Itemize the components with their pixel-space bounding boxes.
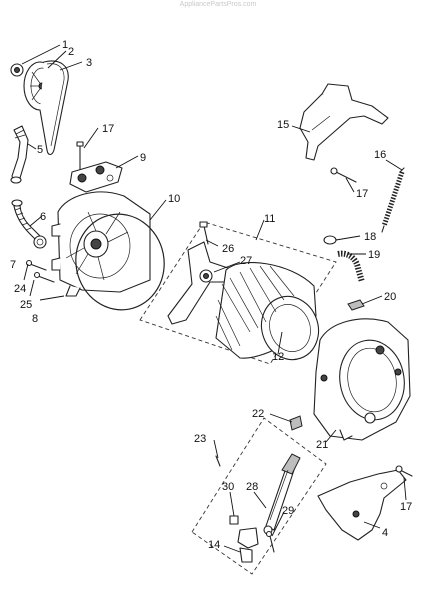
callout-6: 6 xyxy=(40,211,46,223)
damper-strut xyxy=(263,453,301,535)
callout-11: 11 xyxy=(264,213,275,225)
screw-23 xyxy=(215,455,221,467)
front-tub xyxy=(313,318,411,441)
corrugated-hose xyxy=(11,199,41,241)
watermark-text: AppliancePartsPros.com xyxy=(180,1,257,8)
rear-tub xyxy=(51,191,151,297)
callout-27: 27 xyxy=(240,255,252,267)
drain-hose xyxy=(10,125,29,184)
callout-17-top: 17 xyxy=(102,123,114,135)
callout-10: 10 xyxy=(168,193,180,205)
mounting-bracket-14 xyxy=(237,527,259,563)
screw-17-lower xyxy=(395,465,413,477)
drive-belt xyxy=(39,60,69,156)
suspension-spring xyxy=(381,167,405,233)
callout-18: 18 xyxy=(364,231,376,243)
screw-17-bracket xyxy=(330,167,357,183)
basket-spider xyxy=(167,241,235,325)
clip-22 xyxy=(289,415,303,431)
callout-16: 16 xyxy=(374,149,386,161)
callout-2: 2 xyxy=(68,46,74,58)
callout-22: 22 xyxy=(252,408,264,420)
callout-17-bracket: 17 xyxy=(356,188,368,200)
callout-23: 23 xyxy=(194,433,206,445)
pulley-nut xyxy=(10,63,24,77)
clamp-18 xyxy=(323,235,337,245)
callout-1: 1 xyxy=(62,39,68,51)
screw-24 xyxy=(25,259,47,271)
pulley-assembly xyxy=(10,60,69,156)
callout-labels: 1 2 3 5 17 9 6 10 7 24 25 8 11 26 27 12 … xyxy=(10,39,412,551)
callout-5: 5 xyxy=(37,144,43,156)
wash-basket xyxy=(215,262,320,361)
damper-assembly-box xyxy=(191,417,327,575)
callout-8: 8 xyxy=(32,313,38,325)
clip-20 xyxy=(347,299,365,311)
callout-15: 15 xyxy=(277,119,289,131)
callout-26: 26 xyxy=(222,243,234,255)
basket-assembly-box xyxy=(139,221,337,365)
bearing-bracket xyxy=(69,161,123,193)
screw-17-top xyxy=(76,141,84,171)
bushing-30 xyxy=(229,515,239,525)
callout-4: 4 xyxy=(382,527,388,539)
callout-24: 24 xyxy=(14,283,26,295)
callout-20: 20 xyxy=(384,291,396,303)
callout-17-lower: 17 xyxy=(400,501,412,513)
lower-shroud xyxy=(317,469,407,541)
pin-29 xyxy=(265,530,275,553)
callout-30: 30 xyxy=(222,481,234,493)
tub-seal-ring xyxy=(75,213,165,311)
callout-14: 14 xyxy=(208,539,220,551)
callout-29: 29 xyxy=(282,505,294,517)
callout-19: 19 xyxy=(368,249,380,261)
rear-bracket xyxy=(299,83,389,161)
callout-25: 25 xyxy=(20,299,32,311)
screw-25 xyxy=(33,271,55,283)
callout-28: 28 xyxy=(246,481,258,493)
callout-3: 3 xyxy=(86,57,92,69)
callout-12: 12 xyxy=(272,351,284,363)
callout-9: 9 xyxy=(140,152,146,164)
hose-clamp xyxy=(33,235,47,249)
leader-lines xyxy=(21,44,407,553)
callout-21: 21 xyxy=(316,439,328,451)
callout-7: 7 xyxy=(10,259,16,271)
hose-19 xyxy=(337,250,365,283)
